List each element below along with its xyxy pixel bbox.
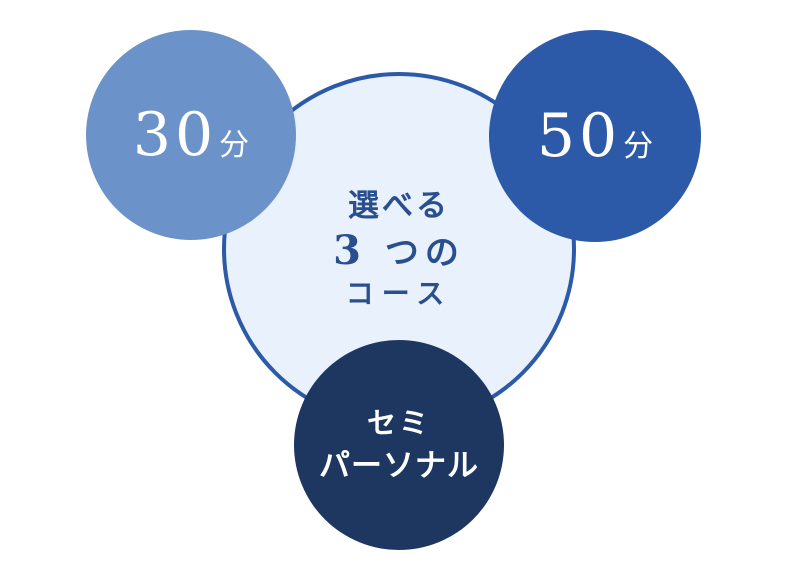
course-semi-personal-label: セミ パーソナル bbox=[319, 402, 479, 489]
center-line-2: 3 つの bbox=[333, 226, 465, 276]
center-label: 選べる 3 つの コース bbox=[333, 187, 465, 311]
course-30-unit: 分 bbox=[219, 128, 250, 163]
course-50-label: 50分 bbox=[537, 101, 653, 171]
center-line-1: 選べる bbox=[348, 188, 450, 225]
center-line-2-text: つの bbox=[384, 232, 465, 273]
center-line-2-number: 3 bbox=[333, 226, 367, 274]
center-line-3: コース bbox=[345, 276, 453, 310]
course-semi-line-1: セミ bbox=[366, 405, 431, 440]
course-30-circle: 30分 bbox=[86, 30, 296, 240]
course-semi-line-2: パーソナル bbox=[319, 447, 479, 484]
course-50-circle: 50分 bbox=[489, 30, 701, 242]
course-50-unit: 分 bbox=[623, 129, 654, 164]
course-30-number: 30 bbox=[132, 100, 218, 170]
course-50-number: 50 bbox=[536, 101, 622, 171]
course-30-label: 30分 bbox=[133, 100, 249, 170]
course-semi-personal-circle: セミ パーソナル bbox=[294, 340, 504, 550]
